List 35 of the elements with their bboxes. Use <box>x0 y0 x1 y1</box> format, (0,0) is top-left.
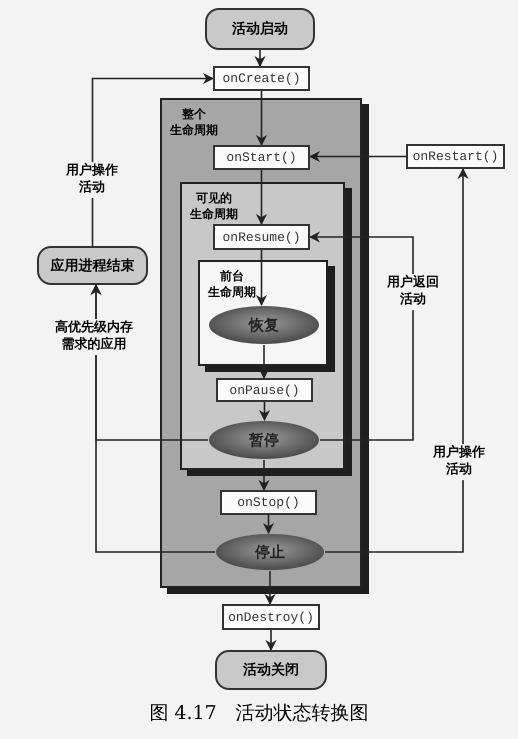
arrow <box>256 250 268 306</box>
process-end-box: 应用进程结束 <box>37 246 148 285</box>
state-ellipse: 停止 <box>215 533 325 571</box>
start-terminal: 活动启动 <box>205 8 315 50</box>
arrow <box>90 284 215 553</box>
end-terminal: 活动关闭 <box>215 650 327 690</box>
panel-heading: 可见的生命周期 <box>190 190 238 222</box>
arrow <box>308 231 414 441</box>
arrow <box>325 168 469 553</box>
method-box: onStop() <box>220 490 317 515</box>
method-box: onRestart() <box>406 144 505 169</box>
method-box: onPause() <box>216 378 313 402</box>
edge-label: 用户操作活动 <box>64 162 120 198</box>
edge-label: 用户操作活动 <box>431 444 487 480</box>
arrow <box>258 460 270 492</box>
method-box: onResume() <box>213 224 310 250</box>
panel-heading: 整个生命周期 <box>170 106 218 138</box>
edge-label: 高优先级内存需求的应用 <box>53 319 135 355</box>
method-box: onStart() <box>213 145 310 170</box>
arrow <box>258 345 270 380</box>
caption: 图 4.17 活动状态转换图 <box>148 701 370 726</box>
edge-label: 用户返回活动 <box>385 274 441 310</box>
state-ellipse: 恢复 <box>208 305 320 345</box>
arrow <box>256 170 268 226</box>
arrow <box>258 402 270 422</box>
method-box: onDestroy() <box>222 604 320 630</box>
state-ellipse: 暂停 <box>208 420 320 460</box>
arrow <box>256 91 268 146</box>
arrow <box>308 150 406 162</box>
panel-heading: 前台生命周期 <box>208 268 256 300</box>
arrow <box>254 50 266 68</box>
arrow <box>264 571 276 606</box>
method-box: onCreate() <box>213 66 310 91</box>
arrow <box>265 630 277 652</box>
arrow <box>262 515 274 534</box>
